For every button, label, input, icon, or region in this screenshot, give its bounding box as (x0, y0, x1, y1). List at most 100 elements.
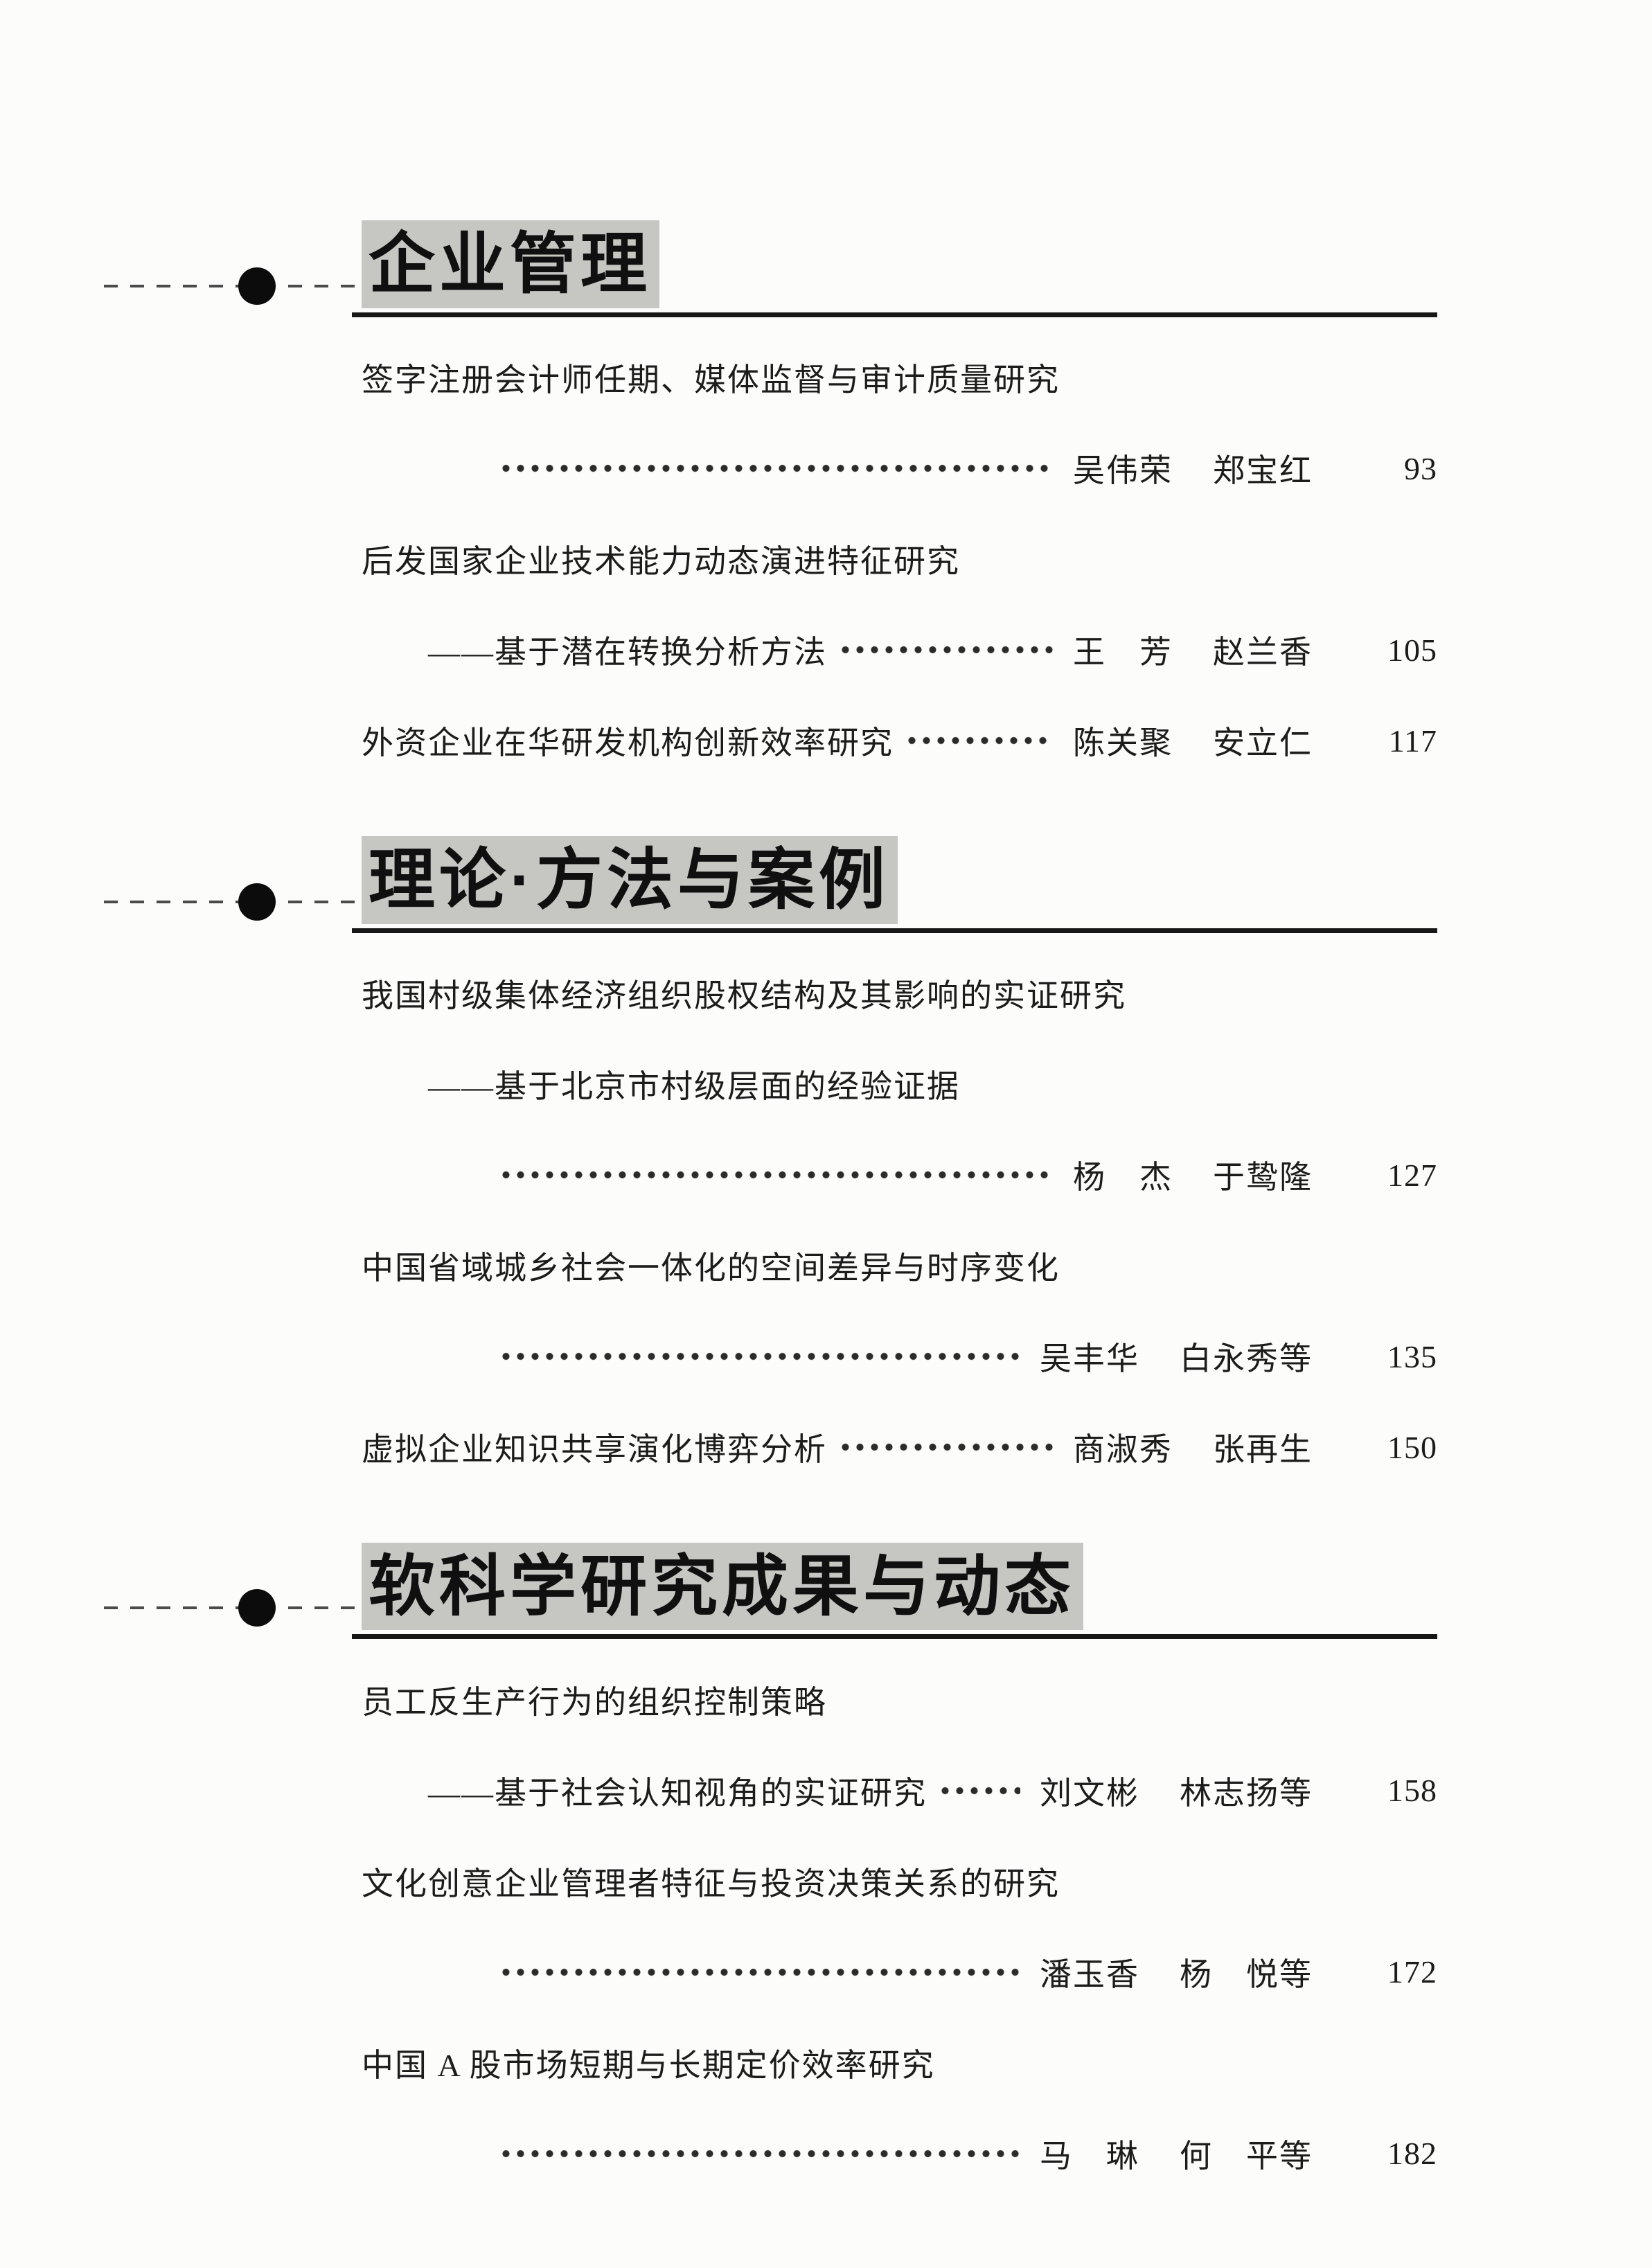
entry-line: 签字注册会计师任期、媒体监督与审计质量研究 (362, 333, 1437, 423)
entry-subtitle: ——基于潜在转换分析方法 (428, 635, 827, 671)
section-header: 软科学研究成果与动态 (104, 1542, 1437, 1640)
toc-sections: 企业管理签字注册会计师任期、媒体监督与审计质量研究吴伟荣 郑宝红 93 后发国家企业技… (104, 220, 1437, 2199)
entry-line: ——基于潜在转换分析方法 王 芳 赵兰香 105 (362, 605, 1437, 696)
entry-title: 签字注册会计师任期、媒体监督与审计质量研究 (362, 362, 1060, 398)
section-rule (352, 312, 1437, 317)
dot-leader (905, 723, 1054, 759)
entry-line: 我国村级集体经济组织股权结构及其影响的实证研究 (362, 948, 1437, 1039)
author-name: 白永秀等 (1180, 1341, 1313, 1377)
dot-leader (938, 1773, 1020, 1808)
author-name: 何 平等 (1180, 2138, 1313, 2174)
section-entries: 我国村级集体经济组织股权结构及其影响的实证研究 ——基于北京市村级层面的经验证据杨… (362, 933, 1437, 1493)
toc-entry: 签字注册会计师任期、媒体监督与审计质量研究吴伟荣 郑宝红 93 (362, 333, 1437, 514)
section-header: 企业管理 (104, 220, 1437, 317)
dot-leader (838, 1430, 1054, 1465)
section-entries: 签字注册会计师任期、媒体监督与审计质量研究吴伟荣 郑宝红 93 后发国家企业技术能力动… (362, 317, 1437, 786)
entry-title: 外资企业在华研发机构创新效率研究 (362, 725, 894, 761)
toc-entry: 文化创意企业管理者特征与投资决策关系的研究潘玉香 杨 悦等 172 (362, 1836, 1437, 2017)
page-number: 135 (1387, 1338, 1437, 1374)
dashed-leader-line (104, 900, 367, 903)
author-name: 陈关聚 (1073, 725, 1173, 761)
entry-authors: 商淑秀 张再生 (1073, 1424, 1313, 1470)
entry-title: 中国省域城乡社会一体化的空间差异与时序变化 (362, 1250, 1060, 1286)
dashed-leader-line (104, 284, 367, 287)
entry-line: 后发国家企业技术能力动态演进特征研究 (362, 514, 1437, 605)
entry-title: 员工反生产行为的组织控制策略 (362, 1684, 827, 1720)
entry-line: 中国 A 股市场短期与长期定价效率研究 (362, 2017, 1437, 2108)
section-bullet-dot (238, 883, 276, 921)
author-name: 商淑秀 (1073, 1432, 1173, 1468)
page-number: 93 (1404, 450, 1437, 486)
section-rule (352, 1634, 1437, 1640)
toc-section: 软科学研究成果与动态员工反生产行为的组织控制策略 ——基于社会认知视角的实证研究 刘… (104, 1542, 1437, 2199)
entry-line: 中国省域城乡社会一体化的空间差异与时序变化 (362, 1221, 1437, 1311)
entry-authors: 刘文彬林志扬等 (1040, 1768, 1313, 1814)
entry-authors: 吴伟荣 郑宝红 (1073, 445, 1313, 491)
toc-section: 企业管理签字注册会计师任期、媒体监督与审计质量研究吴伟荣 郑宝红 93 后发国家企业技… (104, 220, 1437, 786)
entry-line: 杨 杰 于鸷隆 127 (362, 1130, 1437, 1221)
entry-line: 吴丰华 白永秀等 135 (362, 1311, 1437, 1402)
page-number: 117 (1388, 723, 1437, 759)
dot-leader (499, 451, 1054, 486)
author-name: 刘文彬 (1040, 1775, 1139, 1811)
section-title: 理论·方法与案例 (362, 835, 898, 924)
toc-entry: 中国 A 股市场短期与长期定价效率研究马 琳 何 平等 182 (362, 2017, 1437, 2199)
author-name: 马 琳 (1040, 2138, 1139, 2174)
section-bullet-dot (238, 1589, 276, 1627)
entry-authors: 陈关聚 安立仁 (1073, 718, 1313, 763)
entry-line: ——基于北京市村级层面的经验证据 (362, 1039, 1437, 1130)
page-number: 127 (1387, 1157, 1437, 1193)
toc-entry: 后发国家企业技术能力动态演进特征研究 ——基于潜在转换分析方法 王 芳 赵兰香 105 (362, 514, 1437, 696)
author-name: 王 芳 (1073, 635, 1173, 671)
entry-line: 文化创意企业管理者特征与投资决策关系的研究 (362, 1836, 1437, 1926)
author-name: 赵兰香 (1213, 635, 1313, 671)
author-name: 于鸷隆 (1213, 1160, 1313, 1196)
author-name: 郑宝红 (1213, 453, 1313, 489)
toc-entry: 外资企业在华研发机构创新效率研究 陈关聚 安立仁 117 (362, 696, 1437, 786)
author-name: 杨 杰 (1073, 1160, 1173, 1196)
section-title: 企业管理 (362, 220, 659, 308)
entry-title: 中国 A 股市场短期与长期定价效率研究 (362, 2047, 935, 2083)
dot-leader (499, 1954, 1020, 1990)
entry-title: 后发国家企业技术能力动态演进特征研究 (362, 544, 960, 580)
author-name: 潘玉香 (1040, 1956, 1139, 1992)
entry-line: 员工反生产行为的组织控制策略 (362, 1654, 1437, 1745)
entry-authors: 吴丰华 白永秀等 (1040, 1334, 1313, 1379)
entry-authors: 杨 杰 于鸷隆 (1073, 1152, 1313, 1198)
section-rule (352, 928, 1437, 933)
author-name: 吴丰华 (1040, 1341, 1139, 1377)
author-name: 吴伟荣 (1073, 453, 1173, 489)
entry-title: 文化创意企业管理者特征与投资决策关系的研究 (362, 1866, 1060, 1902)
toc-section: 理论·方法与案例我国村级集体经济组织股权结构及其影响的实证研究 ——基于北京市村级… (104, 835, 1437, 1493)
toc-entry: 员工反生产行为的组织控制策略 ——基于社会认知视角的实证研究 刘文彬林志扬等 158 (362, 1654, 1437, 1836)
entry-subtitle: ——基于北京市村级层面的经验证据 (428, 1069, 960, 1105)
author-name: 安立仁 (1213, 725, 1313, 761)
toc-entry: 中国省域城乡社会一体化的空间差异与时序变化吴丰华 白永秀等 135 (362, 1221, 1437, 1402)
entry-subtitle: ——基于社会认知视角的实证研究 (428, 1775, 927, 1811)
author-name: 杨 悦等 (1180, 1956, 1313, 1992)
entry-authors: 潘玉香 杨 悦等 (1040, 1949, 1313, 1995)
page-number: 105 (1387, 632, 1437, 668)
entry-line: 潘玉香 杨 悦等 172 (362, 1926, 1437, 2017)
section-bullet-dot (238, 267, 276, 305)
entry-authors: 马 琳 何 平等 (1040, 2131, 1313, 2177)
entry-line: 虚拟企业知识共享演化博弈分析 商淑秀 张再生 150 (362, 1402, 1437, 1493)
dot-leader (499, 1158, 1054, 1193)
dot-leader (838, 632, 1054, 668)
section-title: 软科学研究成果与动态 (362, 1542, 1083, 1631)
section-header: 理论·方法与案例 (104, 835, 1437, 933)
page-number: 182 (1387, 2136, 1437, 2172)
page-number: 158 (1387, 1773, 1437, 1809)
entry-title: 虚拟企业知识共享演化博弈分析 (362, 1432, 827, 1468)
toc-entry: 虚拟企业知识共享演化博弈分析 商淑秀 张再生 150 (362, 1402, 1437, 1493)
section-entries: 员工反生产行为的组织控制策略 ——基于社会认知视角的实证研究 刘文彬林志扬等 158 文… (362, 1639, 1437, 2199)
entry-authors: 王 芳 赵兰香 (1073, 627, 1313, 673)
entry-line: 马 琳 何 平等 182 (362, 2108, 1437, 2199)
author-name: 张再生 (1213, 1432, 1313, 1468)
toc-entry: 我国村级集体经济组织股权结构及其影响的实证研究 ——基于北京市村级层面的经验证据杨… (362, 948, 1437, 1221)
dot-leader (499, 2136, 1020, 2171)
page-number: 150 (1387, 1429, 1437, 1465)
entry-line: ——基于社会认知视角的实证研究 刘文彬林志扬等 158 (362, 1745, 1437, 1836)
page-number: 172 (1387, 1954, 1437, 1990)
